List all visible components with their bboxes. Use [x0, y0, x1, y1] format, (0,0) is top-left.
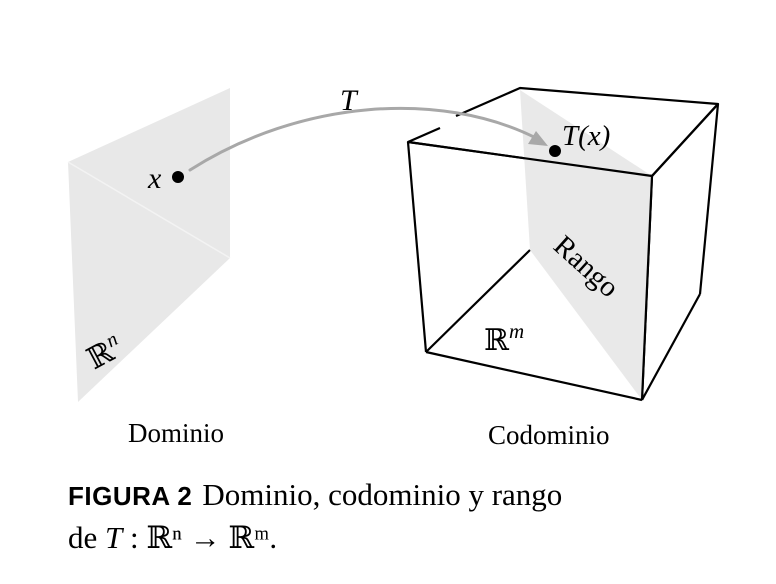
domain-plane — [68, 88, 230, 402]
domain-plane-fold — [67, 161, 231, 259]
codomain-space-symbol: ℝ — [484, 324, 510, 357]
domain-label: Dominio — [128, 418, 224, 448]
codomain-space-label: ℝm — [484, 319, 524, 357]
transform-label: T — [340, 84, 359, 117]
caption-label: FIGURA 2 — [68, 481, 193, 511]
codomain-label: Codominio — [488, 420, 610, 450]
cube-top-front-edge — [407, 140, 653, 178]
caption-line2-prefix: de — [68, 520, 106, 555]
range-plane — [520, 90, 652, 400]
transformation-diagram: x T(x) T ℝn ℝm Rango Dominio Codominio — [67, 84, 720, 450]
image-point — [549, 145, 561, 157]
caption-line2-rest: : ℝⁿ → ℝᵐ. — [122, 520, 278, 555]
caption-text-line1: Dominio, codominio y rango — [202, 477, 563, 512]
domain-point-label: x — [147, 162, 162, 195]
caption-line2: de T : ℝⁿ → ℝᵐ. — [68, 517, 758, 559]
caption-line2-math: T — [105, 520, 123, 555]
domain-point — [172, 171, 184, 183]
cube-top-right-edge — [651, 103, 719, 177]
image-point-label: T(x) — [562, 120, 610, 152]
arrow-head-icon — [528, 131, 548, 146]
cube-front-right-edge — [640, 175, 654, 401]
transformation-arrow — [188, 106, 538, 172]
codomain-space-exponent: m — [509, 319, 524, 343]
figure-caption: FIGURA 2 Dominio, codominio y rango de T … — [68, 474, 758, 559]
